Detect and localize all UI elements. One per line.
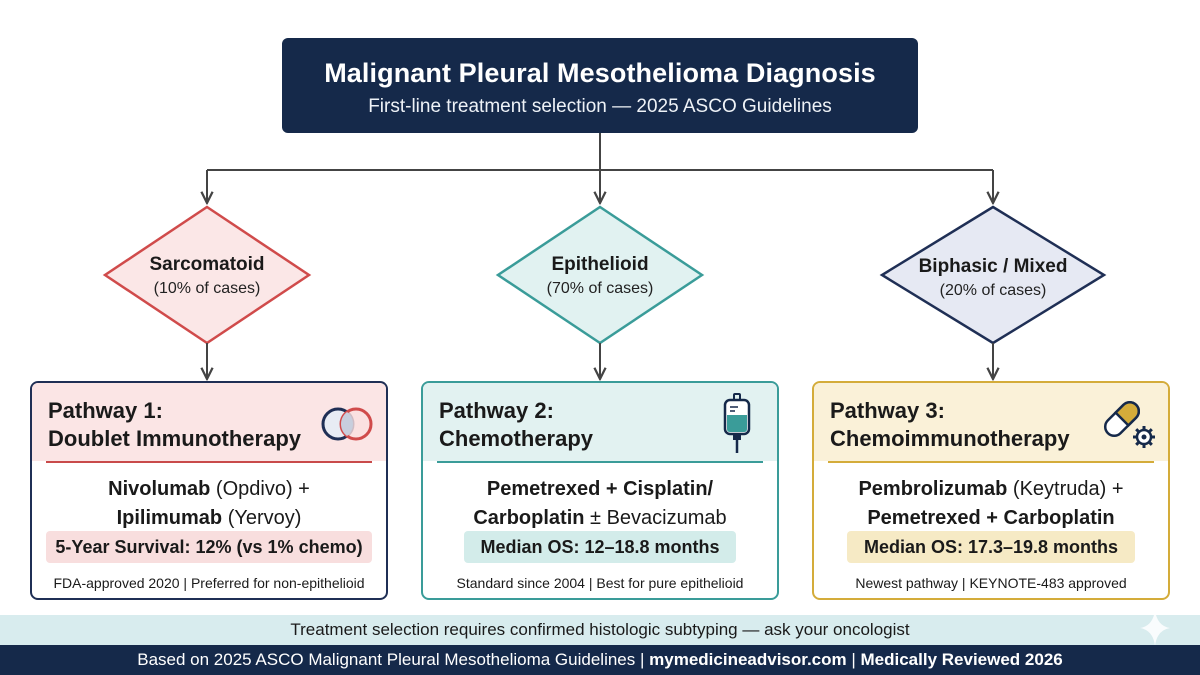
outcome-badge: 5-Year Survival: 12% (vs 1% chemo) xyxy=(46,531,372,563)
overlapping-circles-icon xyxy=(321,407,373,441)
outcome-badge: Median OS: 17.3–19.8 months xyxy=(847,531,1135,563)
subtype-name: Biphasic / Mixed xyxy=(918,256,1068,277)
drug-detail: ± Bevacizumab xyxy=(584,507,727,529)
pathway-title: Pathway 2: Chemotherapy xyxy=(439,397,593,453)
card-header xyxy=(423,383,777,461)
pathway-title: Pathway 1: Doublet Immunotherapy xyxy=(48,397,301,453)
drug-regimen: Nivolumab (Opdivo) + Ipilimumab (Yervoy) xyxy=(32,475,386,533)
drug-name: Carboplatin xyxy=(473,507,585,529)
card-divider xyxy=(828,461,1154,463)
subtype-percent: (20% of cases) xyxy=(939,282,1047,299)
subtype-epithelioid: Epithelioid (70% of cases) xyxy=(500,254,700,298)
pathway-3-card: Pathway 3: Chemoimmunotherapy Pembrolizu… xyxy=(812,381,1170,600)
sparkle-icon xyxy=(1140,610,1170,646)
subtype-percent: (10% of cases) xyxy=(153,280,261,297)
pathway-title: Pathway 3: Chemoimmunotherapy xyxy=(830,397,1070,453)
subtype-name: Sarcomatoid xyxy=(149,254,265,275)
iv-bag-icon xyxy=(723,393,751,453)
pathway-number: Pathway 1: xyxy=(48,398,163,423)
subtype-name: Epithelioid xyxy=(551,254,649,275)
subtyping-note: Treatment selection requires confirmed h… xyxy=(0,615,1200,645)
pathway-name: Doublet Immunotherapy xyxy=(48,426,302,451)
pathway-name: Chemotherapy xyxy=(439,426,594,451)
header-banner: Malignant Pleural Mesothelioma Diagnosis… xyxy=(282,38,918,133)
drug-regimen: Pemetrexed + Cisplatin/ Carboplatin ± Be… xyxy=(423,475,777,533)
pathway-note: FDA-approved 2020 | Preferred for non-ep… xyxy=(53,575,365,591)
footer-review-note: Medically Reviewed 2026 xyxy=(860,650,1063,669)
pathway-note: Newest pathway | KEYNOTE-483 approved xyxy=(855,575,1127,591)
diagram-title: Malignant Pleural Mesothelioma Diagnosis xyxy=(324,58,876,88)
subtype-biphasic: Biphasic / Mixed (20% of cases) xyxy=(893,256,1093,300)
subtype-percent: (70% of cases) xyxy=(546,280,654,297)
pathway-note: Standard since 2004 | Best for pure epit… xyxy=(456,575,744,591)
drug-name: Nivolumab xyxy=(108,478,211,500)
pathway-number: Pathway 3: xyxy=(830,398,945,423)
footer-separator: | xyxy=(846,650,861,669)
footer-credits: Based on 2025 ASCO Malignant Pleural Mes… xyxy=(0,645,1200,675)
drug-detail: (Yervoy) xyxy=(222,507,302,529)
drug-detail: (Keytruda) + xyxy=(1007,478,1124,500)
footer-site-link[interactable]: mymedicineadvisor.com xyxy=(649,650,847,669)
card-divider xyxy=(46,461,372,463)
outcome-badge: Median OS: 12–18.8 months xyxy=(464,531,736,563)
drug-name: Pemetrexed + Carboplatin xyxy=(867,507,1115,529)
drug-detail: (Opdivo) + xyxy=(210,478,310,500)
subtype-sarcomatoid: Sarcomatoid (10% of cases) xyxy=(107,254,307,298)
card-divider xyxy=(437,461,763,463)
drug-name: Ipilimumab xyxy=(116,507,223,529)
drug-name: Pemetrexed + Cisplatin/ xyxy=(486,478,714,500)
capsule-gear-icon xyxy=(1103,400,1155,448)
pathway-name: Chemoimmunotherapy xyxy=(830,426,1070,451)
pathway-2-card: Pathway 2: Chemotherapy Pemetrexed + Cis… xyxy=(421,381,779,600)
pathway-number: Pathway 2: xyxy=(439,398,554,423)
drug-regimen: Pembrolizumab (Keytruda) + Pemetrexed + … xyxy=(814,475,1168,533)
footer-source: Based on 2025 ASCO Malignant Pleural Mes… xyxy=(137,650,650,669)
diagram-subtitle: First-line treatment selection — 2025 AS… xyxy=(368,96,832,117)
drug-name: Pembrolizumab xyxy=(858,478,1008,500)
pathway-1-card: Pathway 1: Doublet Immunotherapy Nivolum… xyxy=(30,381,388,600)
